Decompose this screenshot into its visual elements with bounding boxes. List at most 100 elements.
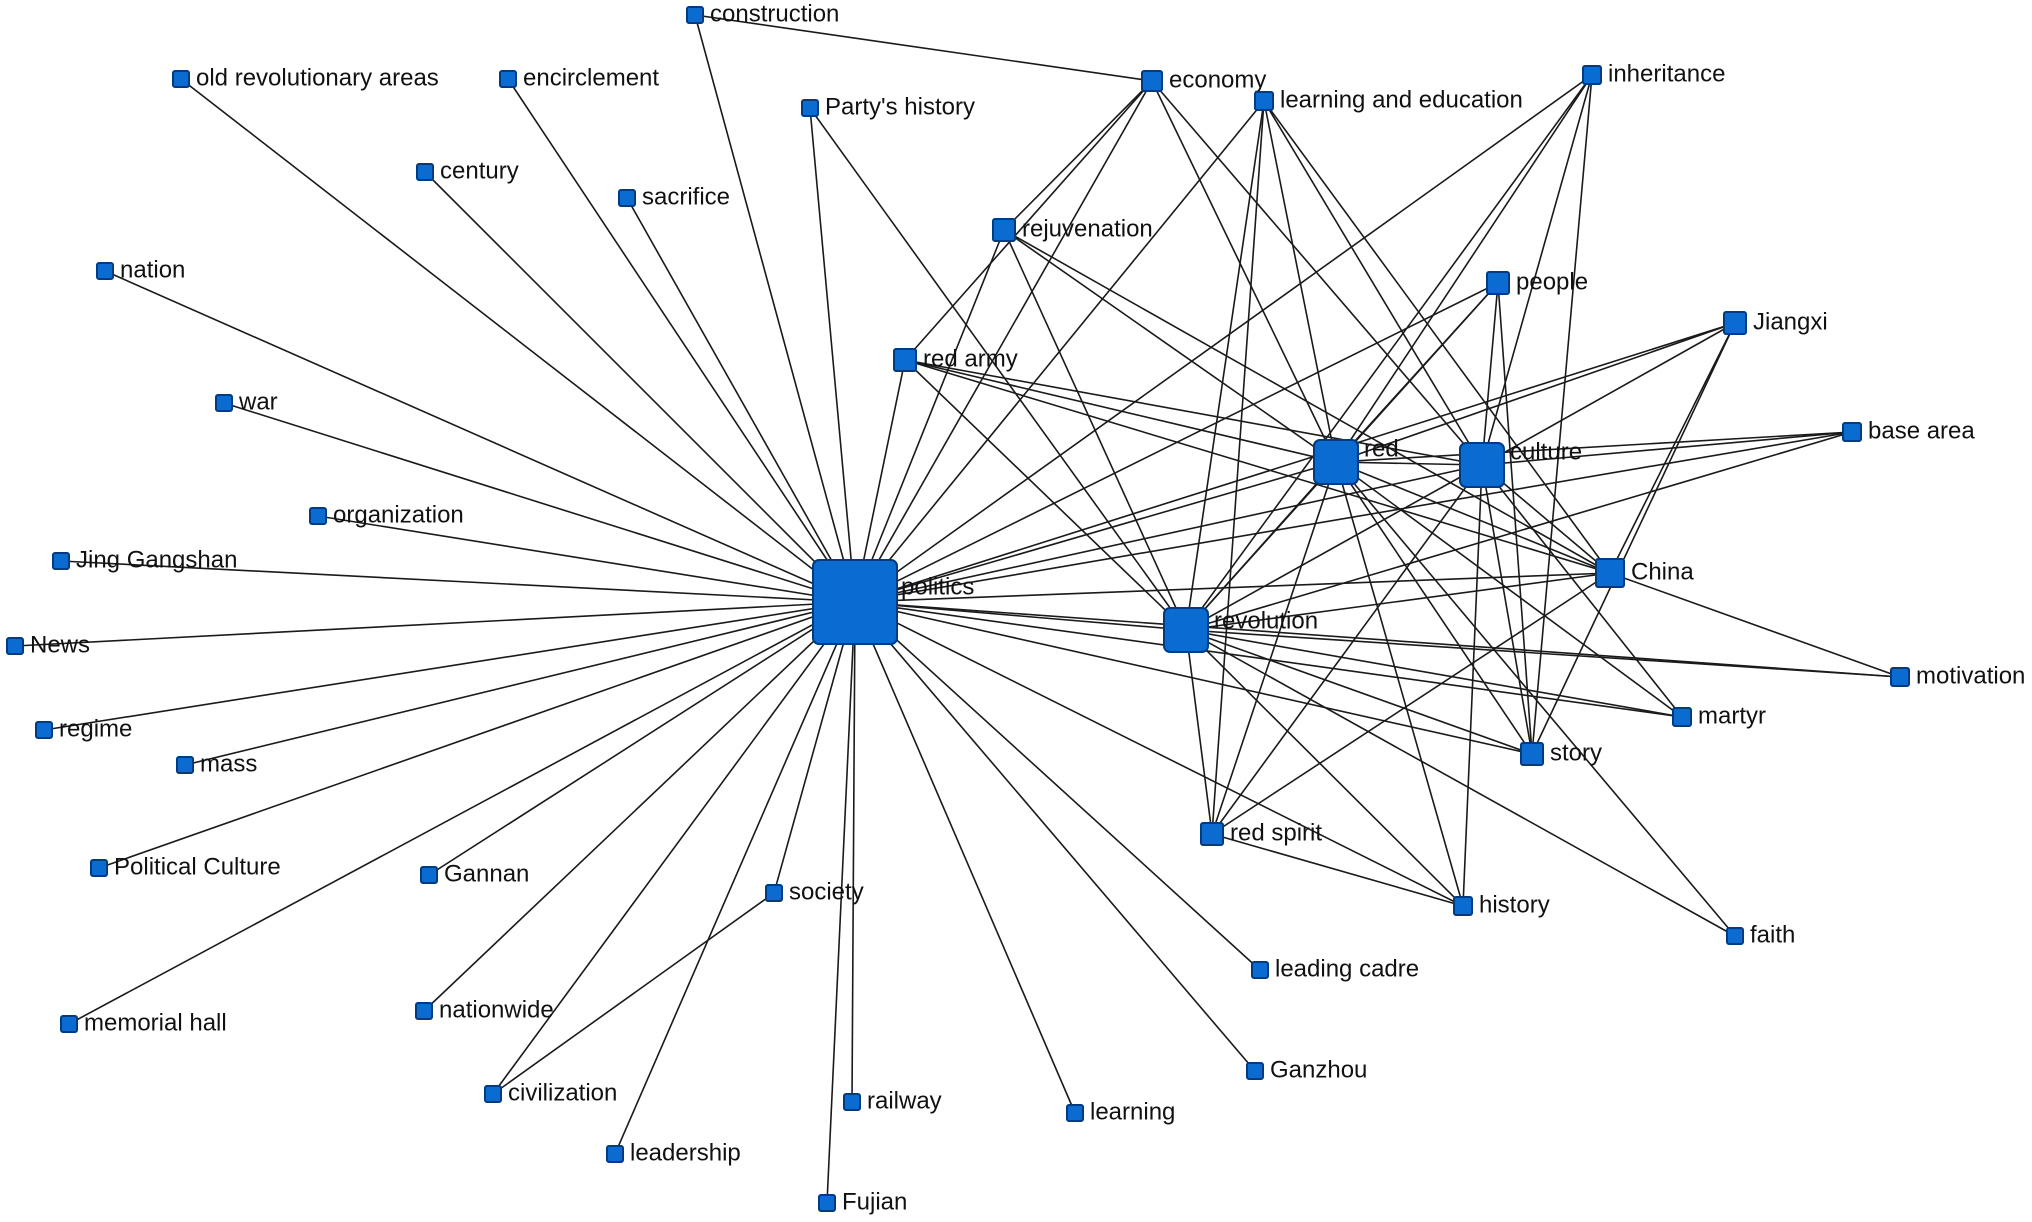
- node-label-civilization: civilization: [508, 1079, 617, 1106]
- node-marker-gannan[interactable]: [420, 866, 438, 884]
- node-marker-politics[interactable]: [812, 559, 898, 645]
- node-marker-base-area[interactable]: [1842, 422, 1862, 442]
- node-marker-sacrifice[interactable]: [618, 189, 636, 207]
- node-motivation[interactable]: motivation: [1890, 662, 2025, 689]
- node-marker-red[interactable]: [1313, 439, 1359, 485]
- node-marker-old-revolutionary-areas[interactable]: [172, 70, 190, 88]
- node-marker-encirclement[interactable]: [499, 70, 517, 88]
- node-marker-faith[interactable]: [1726, 927, 1744, 945]
- node-marker-china[interactable]: [1595, 558, 1625, 588]
- node-marker-martyr[interactable]: [1672, 707, 1692, 727]
- node-marker-history[interactable]: [1453, 896, 1473, 916]
- node-marker-rejuvenation[interactable]: [992, 218, 1016, 242]
- node-politics[interactable]: politics: [812, 559, 974, 645]
- node-marker-news[interactable]: [6, 637, 24, 655]
- node-construction[interactable]: construction: [686, 0, 839, 27]
- node-china[interactable]: China: [1595, 558, 1694, 588]
- node-marker-railway[interactable]: [843, 1093, 861, 1111]
- node-learning-and-education[interactable]: learning and education: [1254, 86, 1523, 113]
- node-marker-jiangxi[interactable]: [1723, 311, 1747, 335]
- node-red-spirit[interactable]: red spirit: [1200, 819, 1322, 846]
- node-civilization[interactable]: civilization: [484, 1079, 617, 1106]
- node-encirclement[interactable]: encirclement: [499, 64, 659, 91]
- node-jing-gangshan[interactable]: Jing Gangshan: [52, 546, 237, 573]
- node-mass[interactable]: mass: [176, 750, 257, 777]
- node-marker-revolution[interactable]: [1163, 607, 1209, 653]
- node-red[interactable]: red: [1313, 435, 1399, 485]
- node-organization[interactable]: organization: [309, 501, 464, 528]
- node-marker-red-spirit[interactable]: [1200, 822, 1224, 846]
- node-label-red-spirit: red spirit: [1230, 819, 1322, 846]
- node-war[interactable]: war: [215, 388, 278, 415]
- node-marker-mass[interactable]: [176, 756, 194, 774]
- node-revolution[interactable]: revolution: [1163, 607, 1318, 653]
- node-marker-story[interactable]: [1520, 742, 1544, 766]
- node-leading-cadre[interactable]: leading cadre: [1251, 955, 1419, 982]
- node-society[interactable]: society: [765, 878, 864, 905]
- node-gannan[interactable]: Gannan: [420, 860, 529, 887]
- node-marker-leading-cadre[interactable]: [1251, 961, 1269, 979]
- node-marker-regime[interactable]: [35, 721, 53, 739]
- edge-revolution-red-spirit: [1185, 629, 1213, 835]
- node-rejuvenation[interactable]: rejuvenation: [992, 215, 1153, 242]
- edge-culture-history: [1462, 464, 1483, 907]
- node-marker-century[interactable]: [416, 163, 434, 181]
- node-leadership[interactable]: leadership: [606, 1139, 741, 1166]
- node-marker-construction[interactable]: [686, 6, 704, 24]
- node-marker-nation[interactable]: [96, 262, 114, 280]
- edge-learning-and-education-red-spirit: [1211, 100, 1265, 835]
- node-people[interactable]: people: [1486, 268, 1588, 295]
- node-marker-civilization[interactable]: [484, 1085, 502, 1103]
- node-partys-history[interactable]: Party's history: [801, 93, 975, 120]
- node-marker-war[interactable]: [215, 394, 233, 412]
- node-marker-culture[interactable]: [1459, 442, 1505, 488]
- node-marker-memorial-hall[interactable]: [60, 1015, 78, 1033]
- node-label-politics: politics: [901, 573, 974, 600]
- node-marker-fujian[interactable]: [818, 1194, 836, 1212]
- edge-base-area-revolution: [1185, 431, 1853, 631]
- edge-red-army-revolution: [904, 359, 1187, 631]
- node-railway[interactable]: railway: [843, 1087, 942, 1114]
- node-economy[interactable]: economy: [1141, 66, 1266, 93]
- node-marker-nationwide[interactable]: [415, 1002, 433, 1020]
- node-regime[interactable]: regime: [35, 715, 132, 742]
- node-label-century: century: [440, 157, 519, 184]
- node-fujian[interactable]: Fujian: [818, 1188, 907, 1215]
- node-marker-organization[interactable]: [309, 507, 327, 525]
- node-marker-leadership[interactable]: [606, 1145, 624, 1163]
- node-memorial-hall[interactable]: memorial hall: [60, 1009, 227, 1036]
- node-marker-ganzhou[interactable]: [1246, 1062, 1264, 1080]
- node-political-culture[interactable]: Political Culture: [90, 853, 281, 880]
- node-marker-red-army[interactable]: [893, 348, 917, 372]
- node-learning[interactable]: learning: [1066, 1098, 1175, 1125]
- edge-learning-and-education-china: [1263, 100, 1611, 574]
- node-marker-jing-gangshan[interactable]: [52, 552, 70, 570]
- node-marker-political-culture[interactable]: [90, 859, 108, 877]
- node-ganzhou[interactable]: Ganzhou: [1246, 1056, 1367, 1083]
- node-marker-learning[interactable]: [1066, 1104, 1084, 1122]
- node-inheritance[interactable]: inheritance: [1582, 60, 1725, 87]
- node-nationwide[interactable]: nationwide: [415, 996, 554, 1023]
- node-base-area[interactable]: base area: [1842, 417, 1975, 444]
- node-century[interactable]: century: [416, 157, 519, 184]
- node-culture[interactable]: culture: [1459, 438, 1582, 488]
- node-story[interactable]: story: [1520, 739, 1602, 766]
- node-marker-people[interactable]: [1486, 271, 1510, 295]
- node-sacrifice[interactable]: sacrifice: [618, 183, 730, 210]
- node-faith[interactable]: faith: [1726, 921, 1795, 948]
- node-nation[interactable]: nation: [96, 256, 185, 283]
- edge-red-story: [1335, 461, 1533, 755]
- node-old-revolutionary-areas[interactable]: old revolutionary areas: [172, 64, 439, 91]
- node-marker-partys-history[interactable]: [801, 99, 819, 117]
- node-marker-economy[interactable]: [1141, 70, 1163, 92]
- node-marker-inheritance[interactable]: [1582, 65, 1602, 85]
- node-label-revolution: revolution: [1214, 607, 1318, 634]
- node-martyr[interactable]: martyr: [1672, 702, 1766, 729]
- node-marker-motivation[interactable]: [1890, 667, 1910, 687]
- node-marker-society[interactable]: [765, 884, 783, 902]
- node-red-army[interactable]: red army: [893, 345, 1018, 372]
- node-marker-learning-and-education[interactable]: [1254, 91, 1274, 111]
- node-history[interactable]: history: [1453, 891, 1550, 918]
- node-news[interactable]: News: [6, 631, 90, 658]
- node-jiangxi[interactable]: Jiangxi: [1723, 308, 1828, 335]
